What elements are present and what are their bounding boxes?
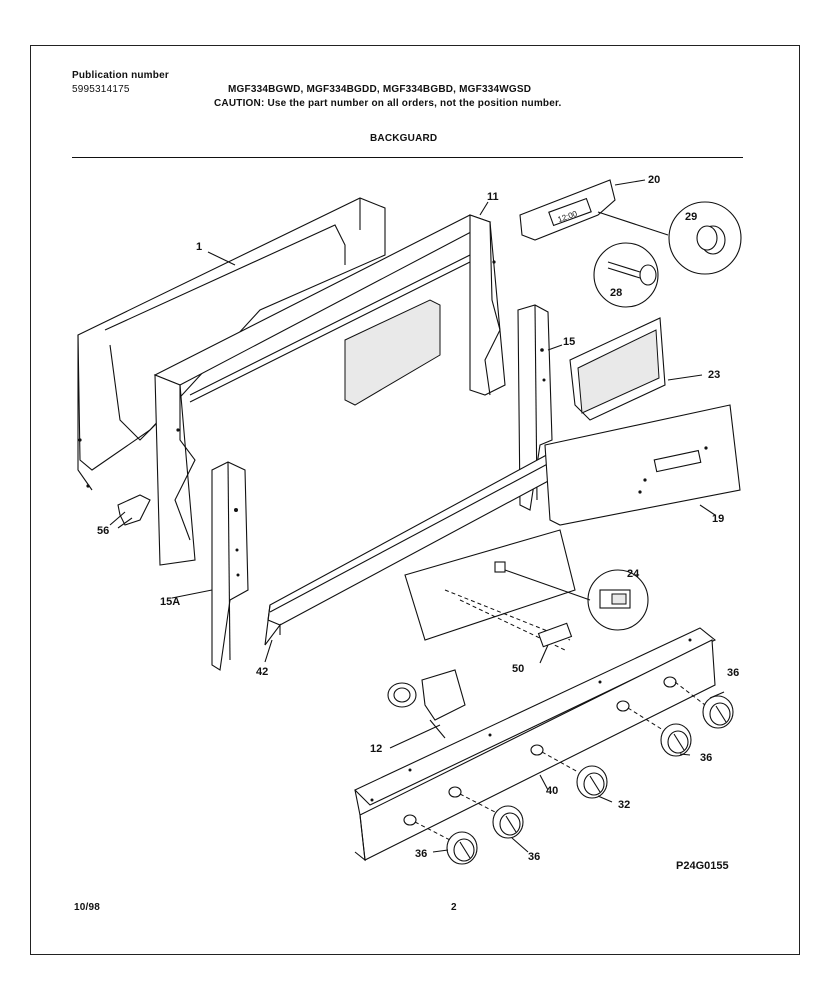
callout-24: 24 xyxy=(627,568,640,580)
callout-36-right: 36 xyxy=(700,752,712,764)
part-11-backguard-frame xyxy=(153,214,506,566)
knob-36-left xyxy=(459,793,524,839)
part-40-manifold-panel xyxy=(354,627,717,862)
part-12-infinite-switch xyxy=(387,669,466,749)
knob-36-right xyxy=(627,707,692,757)
page-border xyxy=(30,45,800,955)
callout-29: 29 xyxy=(685,211,697,223)
part-19-control-panel xyxy=(544,404,741,526)
burner-knobs xyxy=(414,681,734,865)
section-title: BACKGUARD xyxy=(370,133,438,144)
callout-36-far-left: 36 xyxy=(415,848,427,860)
publication-number: 5995314175 xyxy=(72,84,130,95)
part-50-switch-panel xyxy=(404,529,576,651)
part-1-rear-panel xyxy=(77,197,386,491)
footer-page-number: 2 xyxy=(451,902,457,913)
part-24-switch-inset xyxy=(504,569,649,631)
callout-23: 23 xyxy=(708,369,720,381)
callout-40: 40 xyxy=(546,785,558,797)
callout-19: 19 xyxy=(712,513,724,525)
callout-11: 11 xyxy=(487,191,499,203)
callout-15: 15 xyxy=(563,336,575,348)
part-20-clock-bracket: 12:00 xyxy=(519,179,646,241)
caution-note: CAUTION: Use the part number on all orde… xyxy=(214,98,562,109)
callout-36-left: 36 xyxy=(528,851,540,863)
header-divider xyxy=(72,157,743,158)
part-15a-left-bracket xyxy=(171,461,249,671)
callout-56: 56 xyxy=(97,525,109,537)
publication-label: Publication number xyxy=(72,70,169,81)
part-56-bracket xyxy=(109,494,151,526)
callout-32: 32 xyxy=(618,799,630,811)
callout-42: 42 xyxy=(256,666,268,678)
callout-15a: 15A xyxy=(160,596,180,608)
callout-1: 1 xyxy=(196,241,202,253)
knob-36-far-right xyxy=(674,681,734,729)
callout-50: 50 xyxy=(512,663,524,675)
callout-28: 28 xyxy=(610,287,622,299)
callout-36-far-right: 36 xyxy=(727,667,739,679)
footer-date: 10/98 xyxy=(74,902,101,913)
callout-20: 20 xyxy=(648,174,660,186)
model-numbers: MGF334BGWD, MGF334BGDD, MGF334BGBD, MGF3… xyxy=(228,84,532,95)
part-23-window xyxy=(569,317,703,421)
knob-32-center xyxy=(541,751,608,799)
leader-lines xyxy=(117,201,691,853)
part-28-clock-knob xyxy=(593,242,659,308)
knob-36-far-left xyxy=(414,821,478,865)
part-29-knob-inset xyxy=(597,201,742,275)
drawing-code: P24G0155 xyxy=(676,860,729,872)
callout-12: 12 xyxy=(370,743,382,755)
